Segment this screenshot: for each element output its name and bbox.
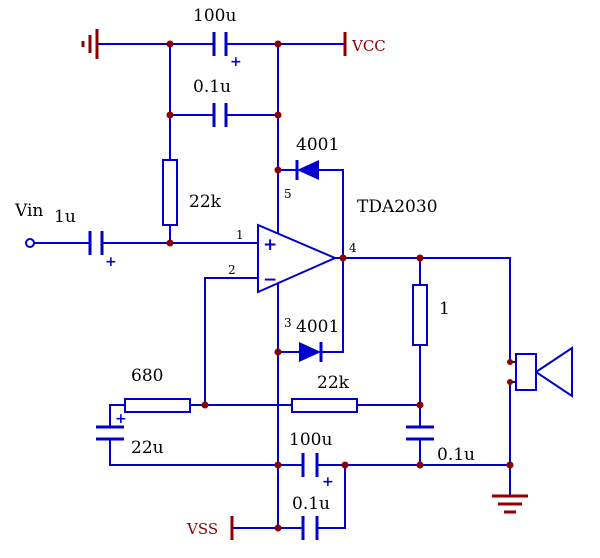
vcc-terminal: VCC	[343, 32, 386, 56]
pin-4-label: 4	[349, 241, 357, 255]
speaker-icon	[515, 346, 573, 398]
vcc-label: VCC	[351, 37, 386, 55]
pin-3-label: 3	[284, 316, 292, 330]
value-label: 0.1u	[193, 77, 231, 97]
ic-name-label: TDA2030	[357, 197, 438, 217]
value-label: 4001	[296, 317, 339, 337]
diode-4001-top: 4001	[295, 135, 339, 180]
value-label: 22k	[317, 373, 350, 393]
capacitor-100u-top: + 100u	[193, 6, 242, 70]
polarity-plus: +	[105, 254, 117, 270]
input-terminal: Vin	[14, 201, 43, 248]
vss-label: VSS	[186, 520, 218, 538]
opamp-triangle-icon	[257, 223, 338, 294]
polarity-plus: +	[115, 411, 127, 427]
value-label: 1	[439, 299, 450, 319]
vin-label: Vin	[14, 201, 43, 221]
capacitor-0.1u-bottom: 0.1u	[292, 494, 330, 540]
value-label: 22u	[131, 438, 164, 458]
pin-2-label: 2	[228, 263, 236, 277]
inverting-sign: −	[263, 270, 277, 290]
capacitor-0.1u-zobel: 0.1u	[406, 425, 475, 465]
polarity-plus: +	[230, 54, 242, 70]
capacitor-0.1u-top: 0.1u	[193, 77, 231, 127]
polarity-plus: +	[322, 474, 334, 490]
ground-icon-top-left	[81, 29, 99, 59]
resistor-1-zobel: 1	[412, 284, 450, 346]
vss-terminal: VSS	[186, 516, 234, 540]
value-label: 4001	[296, 135, 339, 155]
input-pin-icon	[25, 238, 35, 248]
noninverting-sign: +	[263, 235, 277, 255]
capacitor-1u-input: + 1u	[54, 207, 117, 270]
ground-icon-bottom-right	[492, 494, 528, 514]
resistor-680: 680	[124, 366, 191, 413]
junction-dots	[166, 40, 514, 532]
value-label: 0.1u	[437, 445, 475, 465]
value-label: 100u	[193, 6, 236, 26]
value-label: 1u	[54, 207, 76, 227]
value-label: 680	[131, 366, 163, 386]
value-label: 100u	[289, 430, 332, 450]
pin-5-label: 5	[284, 187, 292, 201]
opamp-tda2030: + − TDA2030 1 2 5 3 4	[228, 187, 438, 330]
capacitor-100u-bottom: + 100u	[289, 430, 334, 490]
resistor-22k-feedback: 22k	[291, 373, 358, 413]
resistor-22k-bias: 22k	[162, 159, 222, 226]
value-label: 22k	[189, 192, 222, 212]
pin-1-label: 1	[236, 228, 244, 242]
diode-4001-bottom: 4001	[296, 317, 339, 362]
capacitor-22u: + 22u	[96, 411, 164, 458]
value-label: 0.1u	[292, 494, 330, 514]
wires	[33, 43, 517, 529]
